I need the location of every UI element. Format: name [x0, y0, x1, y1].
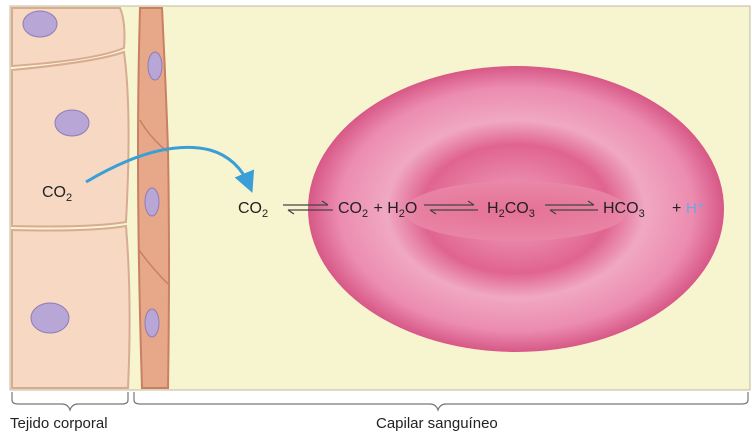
capillary-nucleus: [145, 188, 159, 216]
tissue-bracket: [12, 392, 128, 410]
tissue-label: Tejido corporal: [10, 415, 108, 432]
tissue-cell: [12, 226, 130, 388]
hydrogen-ion-label: H⁺: [686, 200, 705, 217]
capillary-nucleus: [148, 52, 162, 80]
equation-plus: +: [672, 200, 681, 217]
tissue-nucleus: [23, 11, 57, 37]
tissue-nucleus: [31, 303, 69, 333]
capillary-label: Capilar sanguíneo: [376, 415, 498, 432]
capillary-nucleus: [145, 309, 159, 337]
capillary-wall: [138, 8, 169, 388]
capillary-bracket: [134, 392, 748, 410]
tissue-nucleus: [55, 110, 89, 136]
